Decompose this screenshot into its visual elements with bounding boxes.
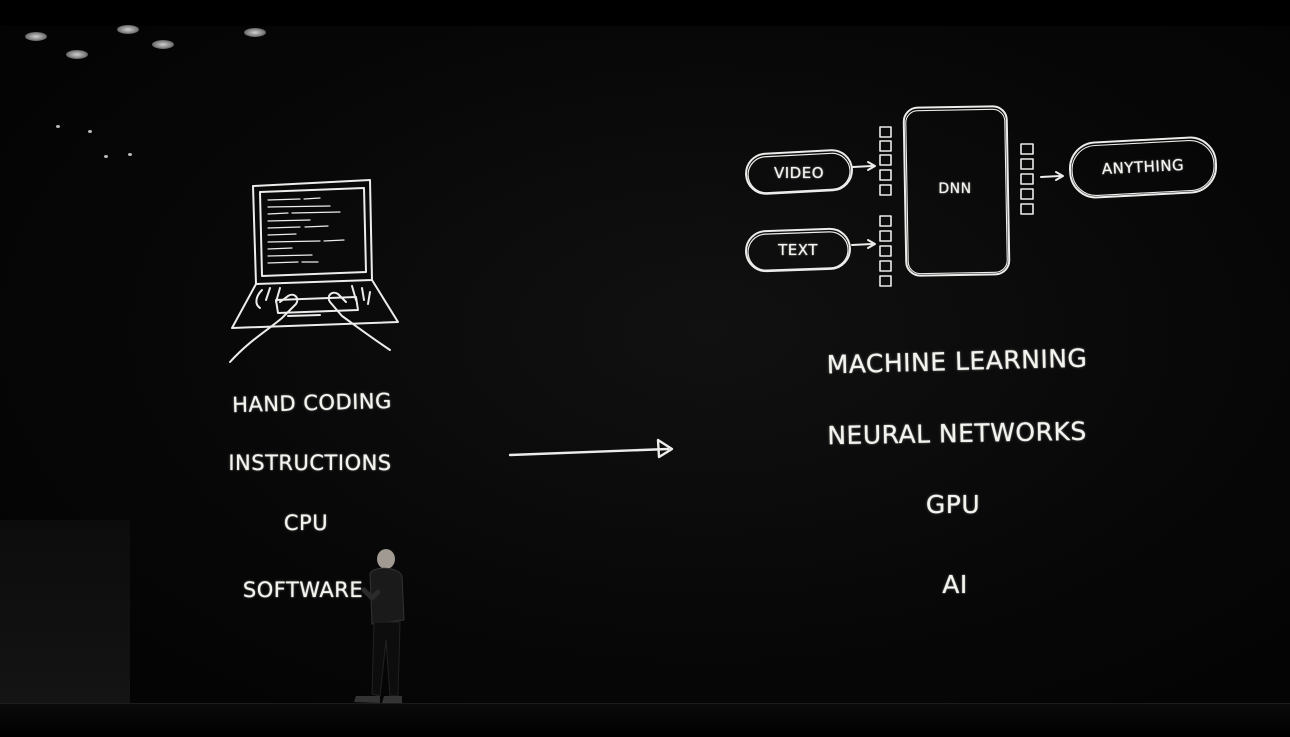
right-term-2: NEURAL NETWORKS: [827, 416, 1087, 451]
ceiling-light: [128, 153, 132, 156]
ceiling-spotlight: [152, 40, 174, 49]
left-term-3: CPU: [283, 511, 329, 535]
ceiling: [0, 0, 1290, 26]
dnn-diagram: [745, 105, 1218, 287]
arrow-right-icon: [508, 438, 674, 459]
laptop-typing-sketch-icon: [229, 179, 399, 363]
ceiling-spotlight: [117, 25, 139, 34]
diagram-input-text: TEXT: [778, 241, 818, 259]
ceiling-light: [104, 155, 108, 158]
left-term-2: INSTRUCTIONS: [228, 451, 392, 475]
ceiling-light: [56, 125, 60, 128]
ceiling-spotlight: [25, 32, 47, 41]
ceiling-spotlight: [244, 28, 266, 37]
left-term-4: SOFTWARE: [242, 578, 364, 602]
right-term-4: AI: [942, 570, 968, 599]
right-term-3: GPU: [925, 490, 981, 519]
diagram-model-dnn: DNN: [938, 181, 972, 197]
ceiling-light: [88, 130, 92, 133]
stage-floor: [0, 703, 1290, 737]
stage-structure: [0, 520, 130, 710]
left-term-1: HAND CODING: [231, 388, 393, 418]
presenter-figure: [354, 549, 405, 703]
ceiling-spotlight: [66, 50, 88, 59]
diagram-input-video: VIDEO: [773, 164, 825, 182]
